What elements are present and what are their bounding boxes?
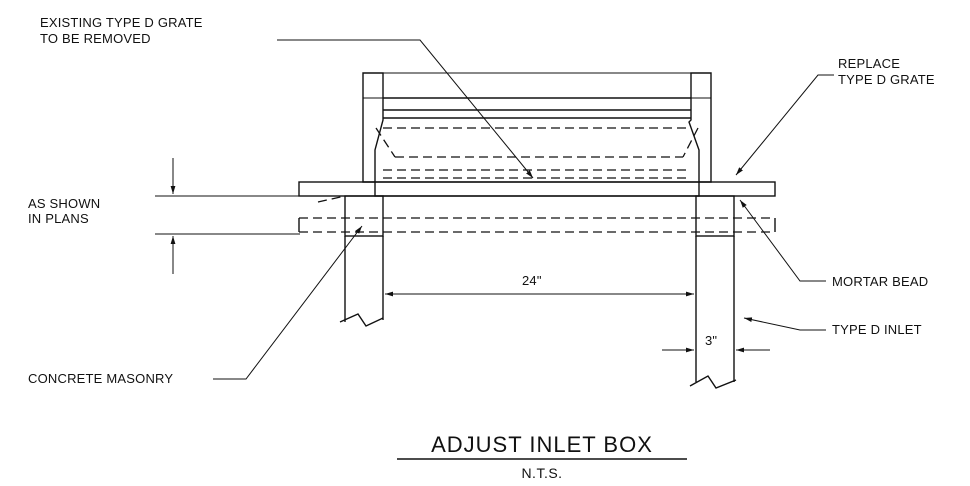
scale-note: N.T.S. xyxy=(521,465,562,481)
existing-grate-text-2: TO BE REMOVED xyxy=(40,31,151,46)
frame-left-post xyxy=(362,72,384,183)
inlet-walls xyxy=(339,236,737,389)
leader-replace-grate: REPLACE TYPE D GRATE xyxy=(735,56,935,176)
dimension-24: 24" xyxy=(385,273,694,297)
leader-type-d-inlet: TYPE D INLET xyxy=(743,317,922,337)
frame-right-post xyxy=(688,72,712,183)
dim-24-text: 24" xyxy=(522,273,542,288)
concrete-masonry-right xyxy=(695,195,735,237)
concrete-masonry-text: CONCRETE MASONRY xyxy=(28,371,173,386)
title-block: ADJUST INLET BOX N.T.S. xyxy=(397,432,687,481)
replace-grate-text-2: TYPE D GRATE xyxy=(838,72,935,87)
dim-3-text: 3" xyxy=(705,333,717,348)
existing-grate xyxy=(298,127,776,233)
frame-slab xyxy=(298,181,776,197)
leader-existing-grate: EXISTING TYPE D GRATE TO BE REMOVED xyxy=(40,15,534,179)
dimension-3: 3" xyxy=(662,333,770,353)
as-shown-text-2: IN PLANS xyxy=(28,211,89,226)
replace-grate-text-1: REPLACE xyxy=(838,56,900,71)
frame-top-beam xyxy=(362,72,712,99)
leader-mortar-bead: MORTAR BEAD xyxy=(739,199,928,289)
drawing-title: ADJUST INLET BOX xyxy=(431,432,653,457)
leader-concrete-masonry: CONCRETE MASONRY xyxy=(28,225,363,386)
new-grate xyxy=(383,97,691,119)
concrete-masonry-left xyxy=(344,195,384,237)
type-d-inlet-text: TYPE D INLET xyxy=(832,322,922,337)
existing-grate-text-1: EXISTING TYPE D GRATE xyxy=(40,15,203,30)
dimension-as-shown: AS SHOWN IN PLANS xyxy=(28,158,345,274)
frame-slab-opening xyxy=(374,181,700,197)
as-shown-text-1: AS SHOWN xyxy=(28,196,100,211)
mortar-bead-text: MORTAR BEAD xyxy=(832,274,928,289)
